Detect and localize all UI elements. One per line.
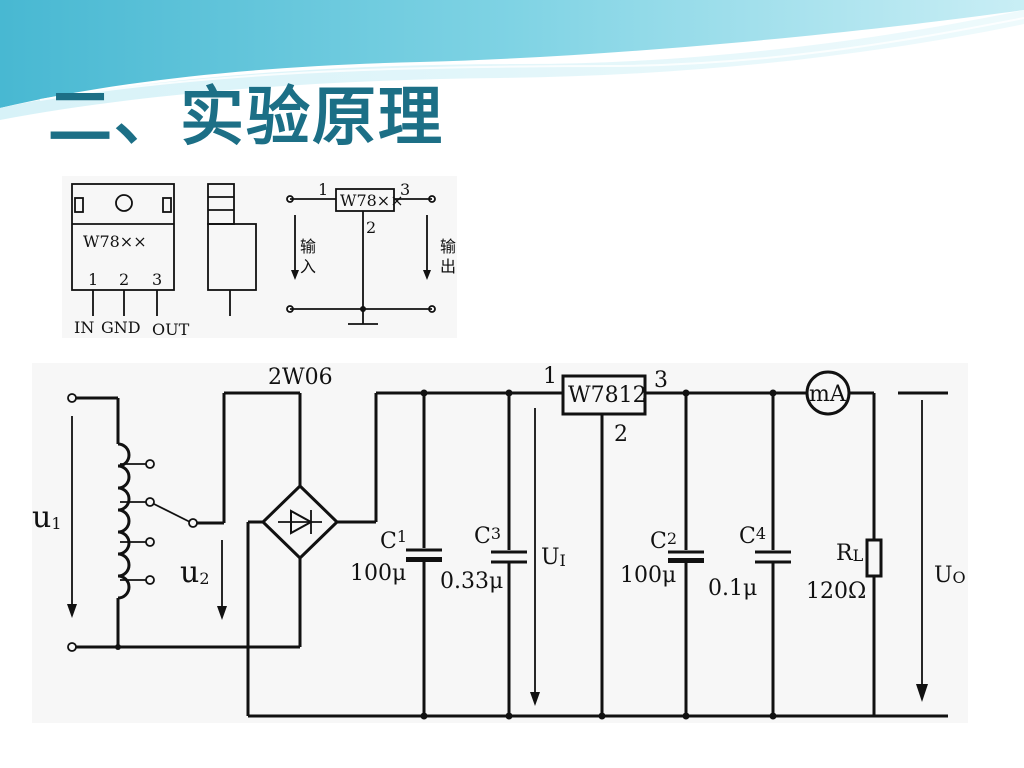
reg-pin3-label: 3 [654, 368, 668, 393]
c2-label: C2 [650, 529, 677, 554]
package-gnd-label: GND [101, 318, 141, 337]
rl-label: RL [836, 541, 864, 566]
regulator-block-diagram: W78×× 1 2 3 输 入 输 出 [286, 180, 456, 325]
w7812-regulator [561, 374, 647, 416]
block-pin2-label: 2 [366, 218, 376, 237]
ui-label: UI [541, 545, 566, 570]
header-wave-decoration [0, 0, 1024, 120]
block-input-label-1: 输 [300, 237, 316, 256]
block-output-label-1: 输 [440, 237, 456, 256]
package-pin2-label: 2 [119, 270, 129, 289]
c2-value: 100μ [620, 563, 676, 588]
package-pin1-label: 1 [88, 270, 98, 289]
bridge-label: 2W06 [268, 365, 333, 390]
package-in-label: IN [74, 318, 94, 337]
c1-value: 100μ [350, 561, 406, 586]
block-pin3-label: 3 [400, 180, 410, 199]
block-part-label: W78×× [340, 191, 404, 210]
block-pin1-label: 1 [318, 180, 328, 199]
package-out-label: OUT [152, 320, 190, 339]
c4-label: C4 [739, 524, 766, 549]
rl-value: 120Ω [806, 579, 866, 604]
bridge-rectifier [260, 483, 340, 561]
reg-pin2-label: 2 [614, 422, 628, 447]
regulator-package-side [207, 183, 257, 316]
c3-label: C3 [474, 524, 501, 549]
c4-value: 0.1μ [708, 576, 757, 601]
meter-label: mA [809, 382, 847, 407]
main-circuit: u1 u2 2W06 [32, 364, 966, 720]
reg-pin1-label: 1 [543, 364, 557, 389]
u2-label: u2 [180, 555, 210, 590]
package-panel [62, 176, 457, 338]
block-output-label-2: 出 [440, 257, 456, 276]
package-part-label: W78×× [83, 232, 147, 251]
block-input-label-2: 入 [300, 257, 316, 276]
regulator-package-front: W78×× 1 2 3 IN GND OUT [71, 183, 190, 339]
c1-label: C1 [380, 527, 407, 554]
package-pin3-label: 3 [152, 270, 162, 289]
u1-label: u1 [32, 500, 62, 535]
uo-label: UO [934, 563, 966, 588]
regulator-label: W7812 [568, 383, 647, 408]
circuit-panel [32, 363, 968, 723]
slide-title: 二、实验原理 [48, 81, 444, 155]
c3-value: 0.33μ [440, 569, 503, 594]
